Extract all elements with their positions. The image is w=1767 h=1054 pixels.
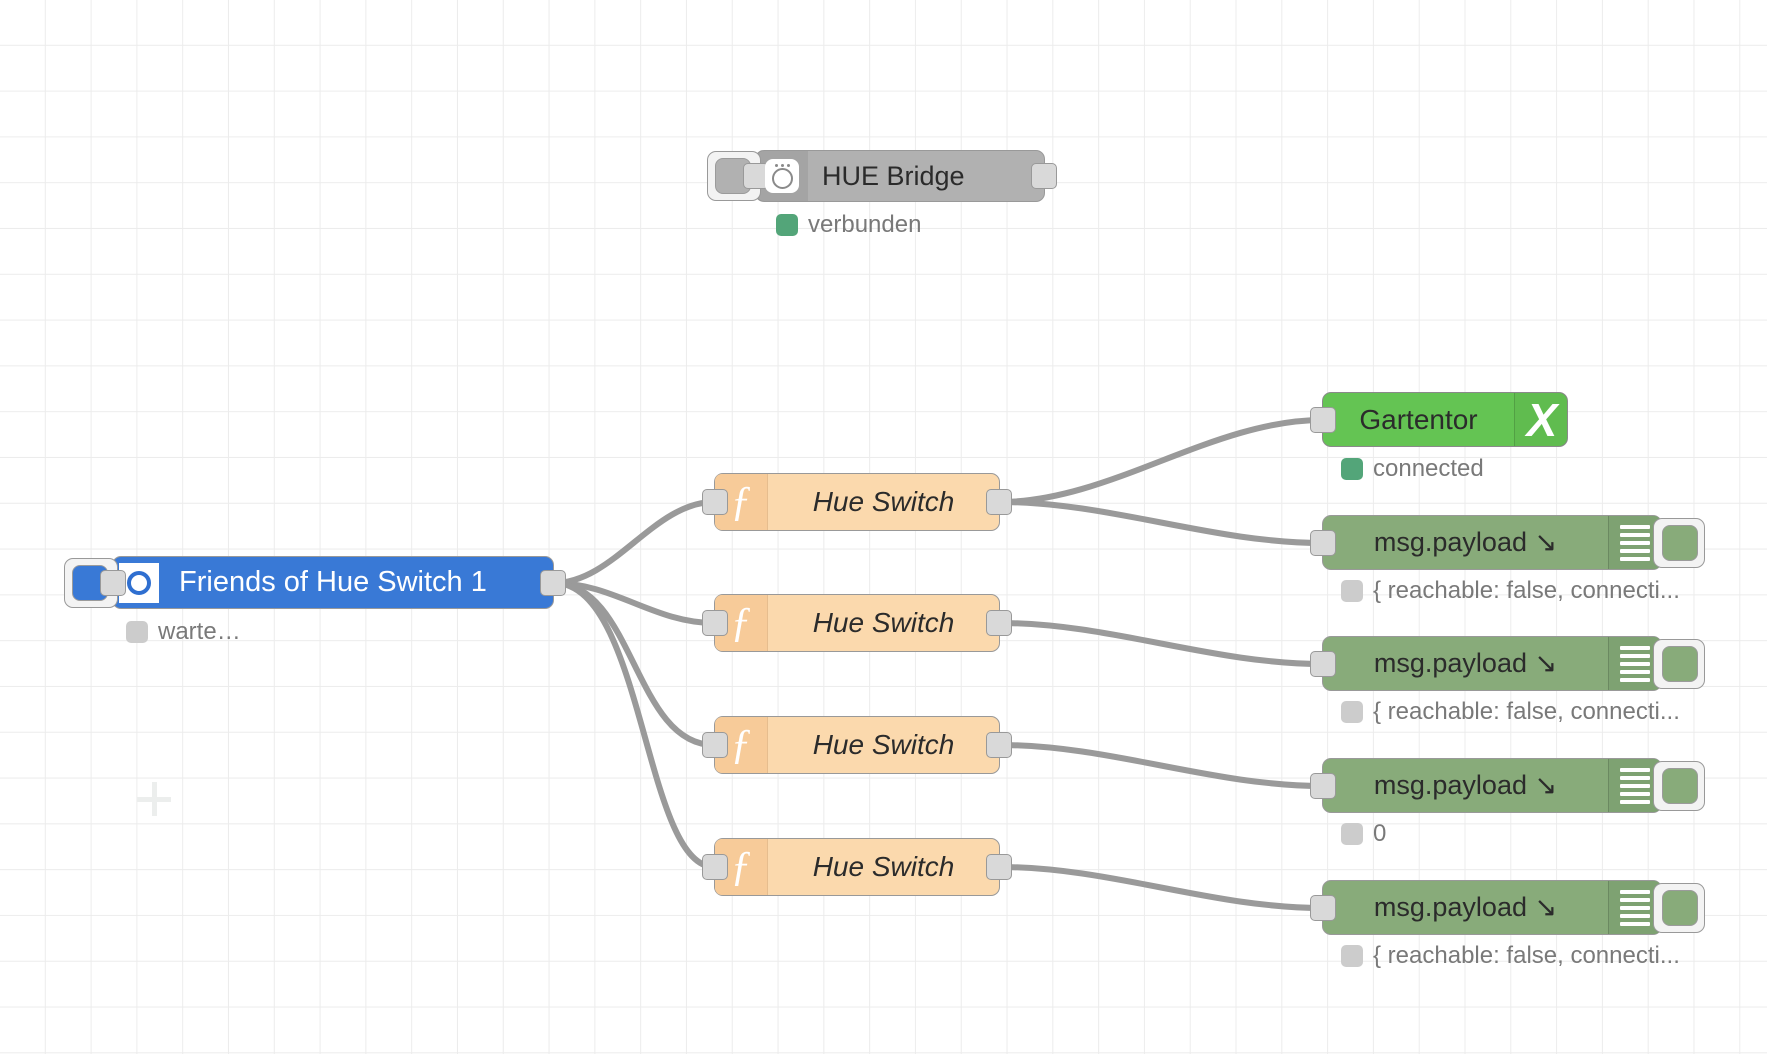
debug-1-status-dot <box>1341 580 1363 602</box>
debug-2-toggle-pad <box>1662 645 1698 682</box>
function-1-input-port[interactable] <box>702 489 728 515</box>
debug-4-enable-toggle[interactable] <box>1653 882 1705 933</box>
node-hue-bridge[interactable]: HUE Bridge <box>707 150 1057 202</box>
node-friends-of-hue-switch-1[interactable]: Friends of Hue Switch 1 <box>64 556 566 609</box>
debug-bars-icon <box>1608 516 1661 569</box>
hue-bridge-status: verbunden <box>776 211 921 239</box>
gartentor-status: connected <box>1341 455 1484 483</box>
wire-function-1-to-gartentor <box>997 417 1325 505</box>
hue-switch-input-port[interactable] <box>100 569 126 596</box>
debug-2-label: msg.payload ↘ <box>1373 648 1558 678</box>
debug-4-input-port[interactable] <box>1310 894 1336 921</box>
hue-switch-label: Friends of Hue Switch 1 <box>179 566 487 598</box>
function-2-output-port[interactable] <box>986 610 1012 636</box>
function-2-input-port[interactable] <box>702 610 728 636</box>
debug-3-input-port[interactable] <box>1310 772 1336 799</box>
function-1-label: Hue Switch <box>812 486 955 517</box>
hue-switch-status: warte… <box>126 618 241 646</box>
wire-switch-to-function-1 <box>551 499 717 586</box>
gartentor-input-port[interactable] <box>1310 406 1336 433</box>
node-gartentor[interactable]: Gartentor X <box>1310 392 1568 447</box>
debug-3-status-text: 0 <box>1373 820 1387 847</box>
debug-1-input-port[interactable] <box>1310 529 1336 556</box>
wire-switch-to-function-4 <box>551 580 717 870</box>
debug-2-input-port[interactable] <box>1310 650 1336 677</box>
debug-3-toggle-pad <box>1662 767 1698 804</box>
hue-bridge-output-port[interactable] <box>1031 163 1057 189</box>
debug-3-status-dot <box>1341 823 1363 845</box>
hue-switch-output-port[interactable] <box>540 569 566 596</box>
node-debug-3[interactable]: msg.payload ↘ <box>1310 758 1705 813</box>
debug-4-status-dot <box>1341 945 1363 967</box>
node-debug-4[interactable]: msg.payload ↘ <box>1310 880 1705 935</box>
debug-1-status: { reachable: false, connecti... <box>1341 577 1680 605</box>
debug-bars-icon <box>1608 637 1661 690</box>
debug-1-status-text: { reachable: false, connecti... <box>1373 577 1680 604</box>
function-3-output-port[interactable] <box>986 732 1012 758</box>
hue-bridge-status-text: verbunden <box>808 211 922 238</box>
debug-3-status: 0 <box>1341 820 1386 848</box>
debug-1-enable-toggle[interactable] <box>1653 517 1705 568</box>
node-function-4[interactable]: ƒ Hue Switch <box>702 838 1012 896</box>
debug-1-toggle-pad <box>1662 524 1698 561</box>
debug-2-status-dot <box>1341 701 1363 723</box>
function-4-input-port[interactable] <box>702 854 728 880</box>
node-function-1[interactable]: ƒ Hue Switch <box>702 473 1012 531</box>
gartentor-status-dot <box>1341 458 1363 480</box>
wire-function-2-to-debug-2 <box>997 620 1325 667</box>
canvas-crosshair-marker <box>137 782 171 816</box>
hue-switch-status-dot <box>126 621 148 643</box>
wire-switch-to-function-3 <box>551 580 717 748</box>
function-1-output-port[interactable] <box>986 489 1012 515</box>
debug-2-enable-toggle[interactable] <box>1653 638 1705 689</box>
function-3-label: Hue Switch <box>812 729 955 760</box>
function-4-output-port[interactable] <box>986 854 1012 880</box>
wire-function-4-to-debug-4 <box>997 864 1325 911</box>
function-4-label: Hue Switch <box>812 851 955 882</box>
node-debug-2[interactable]: msg.payload ↘ <box>1310 636 1705 691</box>
function-2-label: Hue Switch <box>812 607 955 638</box>
debug-1-label: msg.payload ↘ <box>1373 527 1558 557</box>
debug-4-status: { reachable: false, connecti... <box>1341 942 1680 970</box>
wire-function-3-to-debug-3 <box>997 742 1325 789</box>
debug-4-status-text: { reachable: false, connecti... <box>1373 942 1680 969</box>
gartentor-status-text: connected <box>1373 455 1484 482</box>
debug-3-enable-toggle[interactable] <box>1653 760 1705 811</box>
wire-function-1-to-debug-1 <box>997 499 1325 546</box>
hue-bridge-status-dot <box>776 214 798 236</box>
gartentor-label: Gartentor <box>1359 403 1478 435</box>
debug-bars-icon <box>1608 881 1661 934</box>
wire-switch-to-function-2 <box>551 580 717 626</box>
x-letter-icon: X <box>1514 393 1567 446</box>
debug-4-label: msg.payload ↘ <box>1373 892 1558 922</box>
debug-2-status-text: { reachable: false, connecti... <box>1373 698 1680 725</box>
function-icon: ƒ <box>715 595 768 651</box>
hue-bridge-label: HUE Bridge <box>822 160 965 191</box>
debug-bars-icon <box>1608 759 1661 812</box>
hue-switch-status-text: warte… <box>158 618 241 645</box>
node-function-2[interactable]: ƒ Hue Switch <box>702 594 1012 652</box>
debug-3-label: msg.payload ↘ <box>1373 770 1558 800</box>
debug-2-status: { reachable: false, connecti... <box>1341 698 1680 726</box>
debug-4-toggle-pad <box>1662 889 1698 926</box>
hue-bridge-icon <box>756 151 808 201</box>
node-debug-1[interactable]: msg.payload ↘ <box>1310 515 1705 570</box>
node-function-3[interactable]: ƒ Hue Switch <box>702 716 1012 774</box>
function-3-input-port[interactable] <box>702 732 728 758</box>
